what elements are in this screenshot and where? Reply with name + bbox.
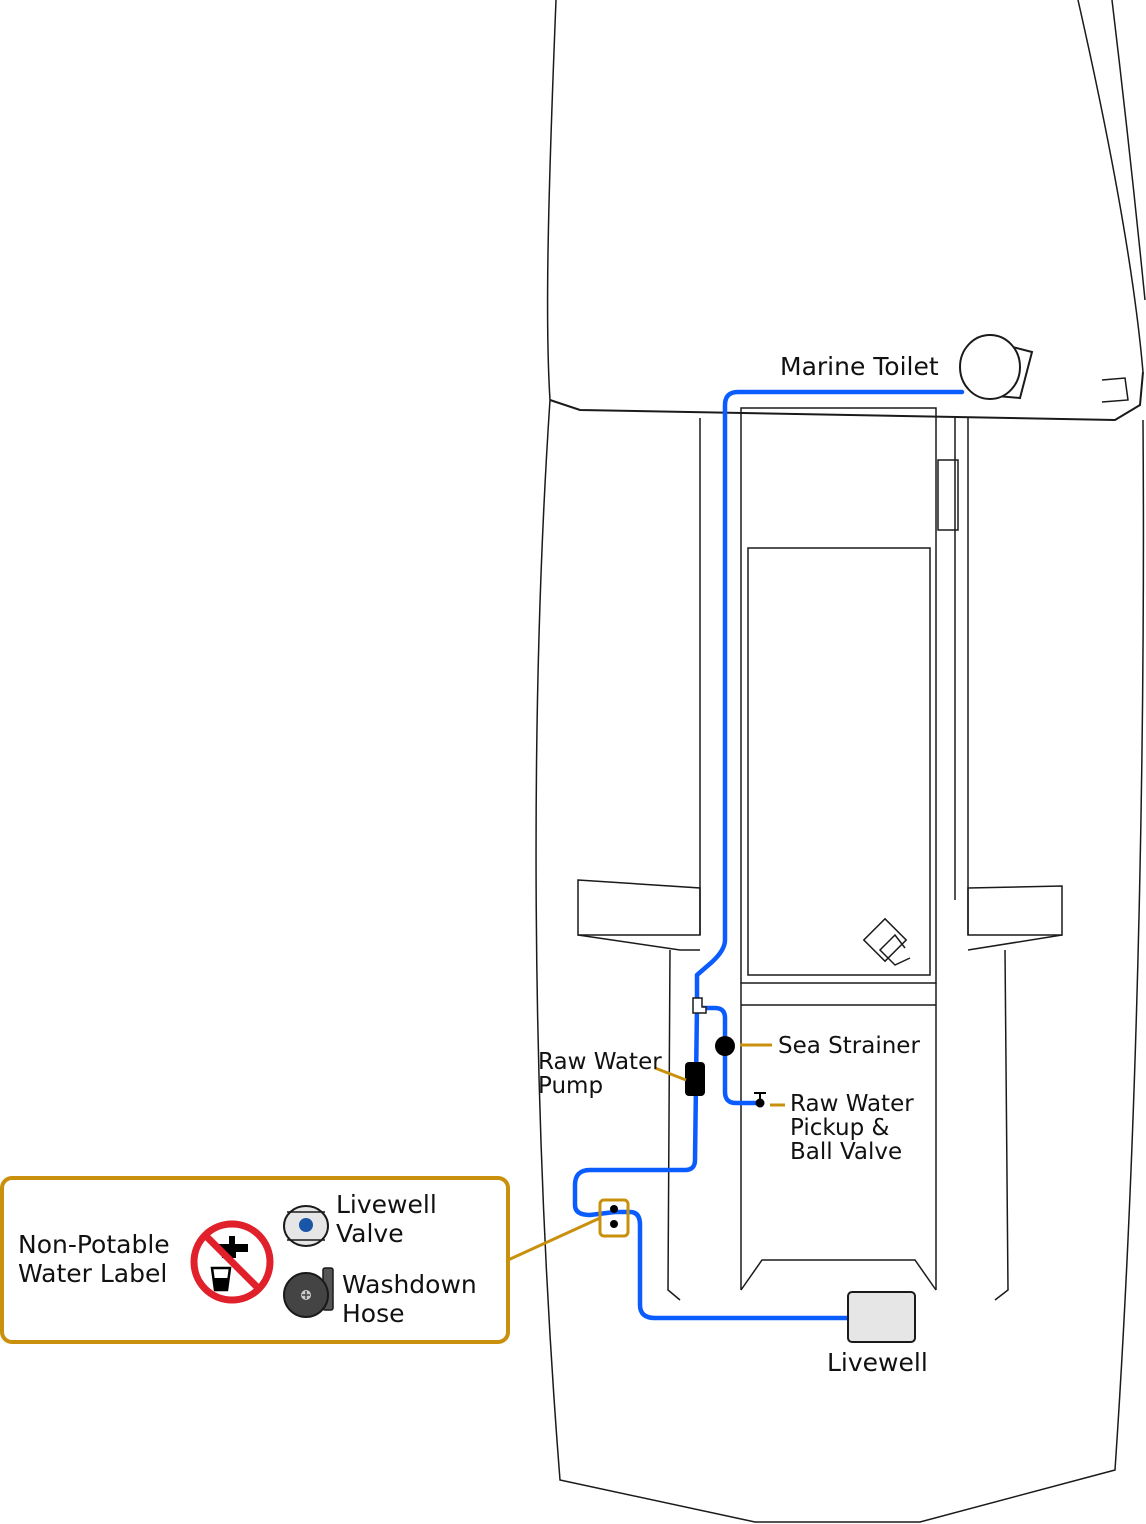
pipe-pump-line <box>572 1002 700 1218</box>
label-raw-water-pump-line2: Pump <box>538 1073 603 1099</box>
transom-fittings <box>598 1198 630 1238</box>
legend-non-potable-line2: Water Label <box>18 1259 167 1288</box>
legend-livewell-valve-line2: Valve <box>336 1219 404 1248</box>
label-raw-water-pickup-line3: Ball Valve <box>790 1139 902 1165</box>
plumbing-lines <box>572 389 965 1321</box>
label-livewell: Livewell <box>827 1348 928 1377</box>
callout-leaders <box>507 1043 785 1262</box>
console-structure <box>577 407 1063 1301</box>
label-marine-toilet: Marine Toilet <box>780 352 939 381</box>
label-raw-water-pickup-line1: Raw Water <box>790 1091 914 1117</box>
legend-washdown-hose-line2: Hose <box>342 1299 405 1328</box>
sea-strainer-icon <box>715 1036 735 1056</box>
label-raw-water-pump-line1: Raw Water <box>538 1049 662 1075</box>
no-drinking-water-icon <box>190 1220 274 1304</box>
label-sea-strainer: Sea Strainer <box>778 1033 920 1059</box>
raw-water-pump-icon <box>685 1062 705 1096</box>
legend-non-potable-line1: Non-Potable <box>18 1230 170 1259</box>
label-raw-water-pickup-line2: Pickup & <box>790 1115 889 1141</box>
tee-fitting-icon <box>692 997 707 1014</box>
washdown-hose-icon <box>283 1267 334 1318</box>
marine-toilet-icon <box>959 334 1034 400</box>
pipe-livewell-line <box>612 1209 851 1321</box>
legend-livewell-valve-line1: Livewell <box>336 1190 437 1219</box>
legend-box: Non-Potable Water Label Livewell Valve W… <box>0 1176 510 1344</box>
livewell-icon <box>847 1291 916 1343</box>
ball-valve-icon <box>754 1092 766 1108</box>
livewell-valve-icon <box>283 1205 329 1247</box>
pipe-toilet-feed <box>694 389 965 1008</box>
legend-washdown-hose-line1: Washdown <box>342 1270 477 1299</box>
hull <box>535 0 1146 1523</box>
pipe-strainer-line <box>697 1005 763 1106</box>
